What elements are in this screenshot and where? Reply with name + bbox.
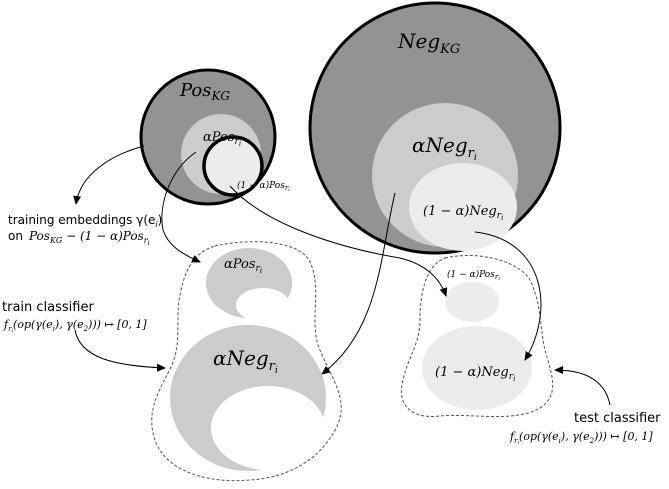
train-classifier-formula: fri(op(γ(ei), γ(e2))) ↦ [0, 1] xyxy=(3,318,147,334)
alpha-neg-ri-label: αNegri xyxy=(412,133,477,163)
train-alpha-neg-ri-label: αNegri xyxy=(213,346,278,376)
arrows-group xyxy=(73,145,611,406)
one-minus-alpha-neg-ri-label: (1 − α)Negri xyxy=(423,204,503,222)
training-set-group: αPosri αNegri xyxy=(151,241,342,482)
arrow-alpha-neg-to-train xyxy=(321,192,396,375)
test-neg-ri-region xyxy=(422,326,532,410)
neg-kg-group: NegKG αNegri (1 − α)Negri xyxy=(308,1,562,255)
arrow-alpha-pos-to-train xyxy=(161,151,201,263)
one-minus-alpha-pos-ri-label: (1 − α)Posri xyxy=(237,180,290,193)
one-minus-alpha-neg-ri-region xyxy=(409,163,517,251)
test-set-group: (1 − α)Posri (1 − α)Negri xyxy=(400,254,554,418)
pos-kg-group: PosKG αPosri (1 − α)Posri xyxy=(139,68,290,206)
alpha-pos-ri-label: αPosri xyxy=(203,130,241,148)
arrow-pos-test-to-test-set xyxy=(229,185,448,297)
arrow-train-classifier xyxy=(74,329,166,372)
arrow-neg-test-to-test-set xyxy=(474,231,542,361)
test-classifier-formula: fri(op(γ(ei), γ(e2))) ↦ [0, 1] xyxy=(509,430,653,446)
training-embeddings-line1: training embeddings γ(ei) xyxy=(8,213,162,229)
test-classifier-title: test classifier xyxy=(574,411,661,426)
neg-kg-label: NegKG xyxy=(397,29,460,57)
pos-kg-label: PosKG xyxy=(179,80,230,103)
arrow-test-classifier xyxy=(554,366,611,406)
one-minus-alpha-pos-ri-region xyxy=(202,135,264,197)
train-alpha-pos-ri-hole xyxy=(236,288,290,322)
test-pos-ri-region xyxy=(445,282,499,322)
train-alpha-neg-ri-hole xyxy=(211,386,325,470)
training-set-boundary xyxy=(151,241,342,482)
test-set-boundary xyxy=(400,254,554,418)
test-pos-ri-label: (1 − α)Posri xyxy=(447,269,500,282)
test-neg-ri-label: (1 − α)Negri xyxy=(435,365,515,383)
train-classifier-title: train classifier xyxy=(2,300,94,315)
arrow-pos-kg-to-embeddings xyxy=(73,145,145,205)
train-alpha-pos-ri-label: αPosri xyxy=(224,257,262,275)
